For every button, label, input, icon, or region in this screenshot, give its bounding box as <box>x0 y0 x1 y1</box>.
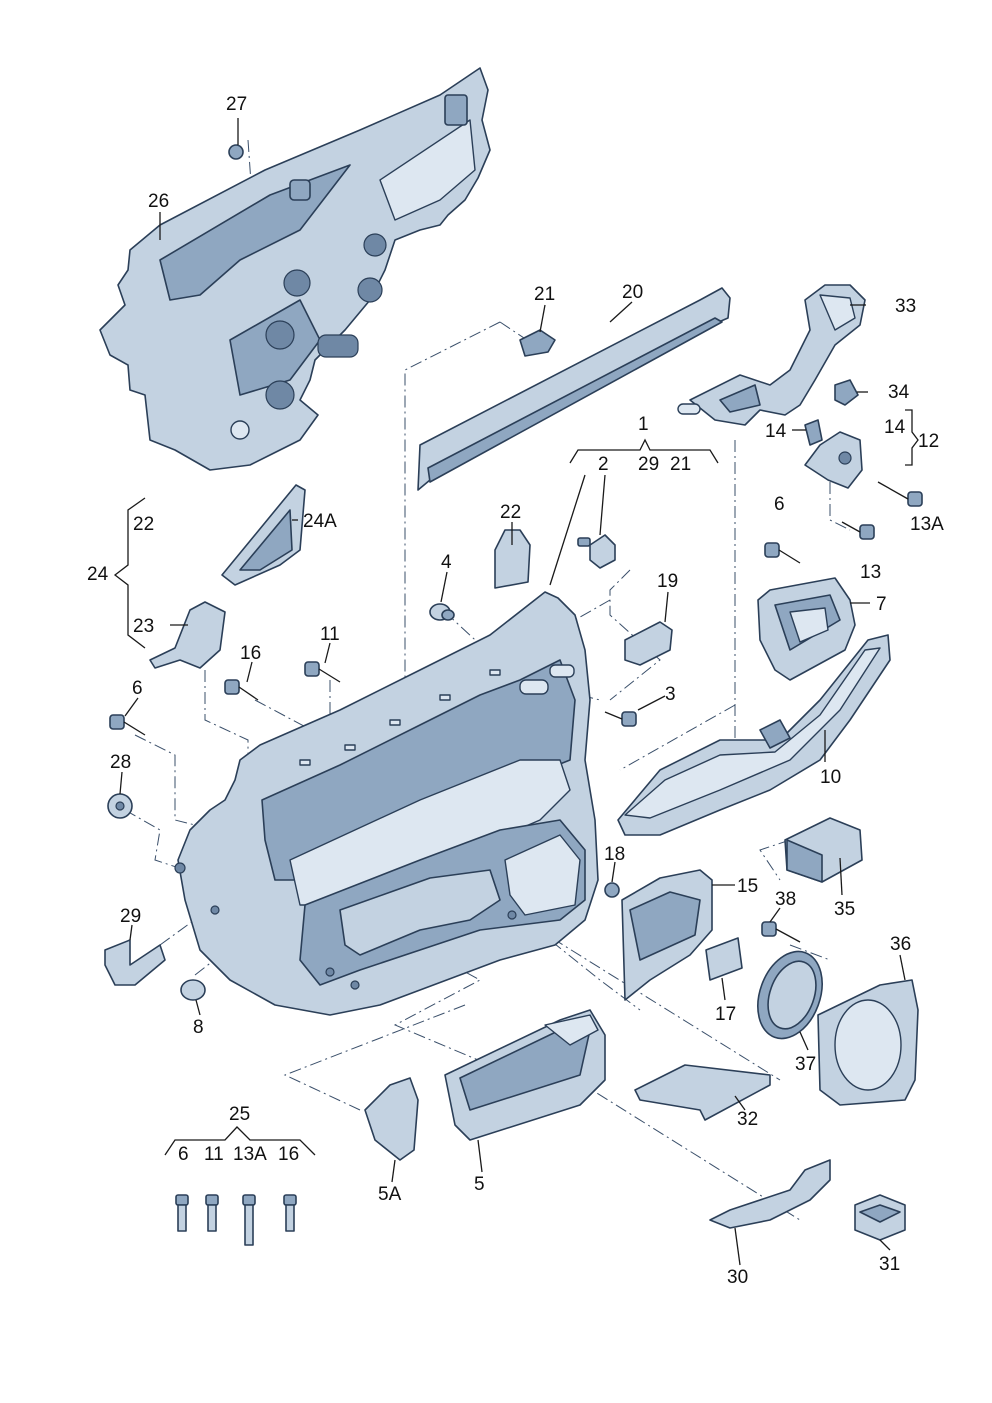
screw-13 <box>841 521 875 540</box>
callout-11: 11 <box>320 624 340 645</box>
callout-5a: 5A <box>378 1184 402 1205</box>
screw-3 <box>604 711 637 727</box>
callout-30: 30 <box>727 1267 748 1288</box>
callout-23: 23 <box>133 616 154 637</box>
callout-12: 12 <box>918 431 939 452</box>
callout-14: 14 <box>765 421 787 442</box>
part-22-cap <box>494 529 531 589</box>
callout-27: 27 <box>226 94 247 115</box>
callout-16-set: 16 <box>278 1144 299 1165</box>
callout-16: 16 <box>240 643 261 664</box>
clip-28 <box>107 793 133 819</box>
callout-37: 37 <box>795 1054 816 1075</box>
callout-25: 25 <box>229 1104 250 1125</box>
callout-19: 19 <box>657 571 678 592</box>
main-door-trim-panel <box>174 591 599 1016</box>
screw-set-25 <box>175 1194 297 1246</box>
callout-8: 8 <box>193 1017 204 1038</box>
callout-3: 3 <box>665 684 676 705</box>
callout-15: 15 <box>737 876 758 897</box>
part-37-speaker-grille <box>757 950 823 1040</box>
callout-4: 4 <box>441 552 452 573</box>
part-8-plug <box>180 979 206 1001</box>
screw-6-left <box>109 714 146 736</box>
callout-38: 38 <box>775 889 796 910</box>
callout-17: 17 <box>715 1004 736 1025</box>
callout-14-group: 14 <box>884 417 906 438</box>
callout-22: 22 <box>500 502 521 523</box>
callout-24a: 24A <box>303 511 337 532</box>
part-5a-handle-cover <box>364 1077 419 1161</box>
screw-13a <box>877 481 923 507</box>
screw-set-16 <box>283 1194 297 1232</box>
part-31-switch <box>854 1194 906 1241</box>
callout-1: 1 <box>638 414 649 435</box>
screw-set-11 <box>205 1194 219 1232</box>
callout-13a-set: 13A <box>233 1144 267 1165</box>
callout-21: 21 <box>534 284 555 305</box>
part-21-clip <box>519 329 556 357</box>
part-23-filler-piece <box>149 601 226 669</box>
part-15-pocket-cover <box>621 869 713 1001</box>
callout-34: 34 <box>888 382 910 403</box>
part-2-clip <box>577 534 616 569</box>
callout-36: 36 <box>890 934 911 955</box>
screw-38 <box>761 921 801 943</box>
screw-set-6 <box>175 1194 189 1232</box>
leader-lines <box>113 118 919 1266</box>
callout-labels: 27 26 21 20 33 34 14 14 12 1 2 29 21 6 1… <box>87 94 944 1288</box>
callout-33: 33 <box>895 296 916 317</box>
callout-6-left: 6 <box>132 678 143 699</box>
part-36-speaker-ring <box>817 979 919 1106</box>
screw-11 <box>304 661 341 683</box>
part-24a-mirror-triangle <box>221 484 306 586</box>
screw-16 <box>224 679 259 701</box>
part-19-pad <box>624 621 673 666</box>
part-30-trim <box>709 1159 831 1229</box>
part-29-bracket <box>104 939 166 986</box>
part-4-spacer <box>429 603 455 621</box>
callout-28: 28 <box>110 752 131 773</box>
callout-21-group: 21 <box>670 454 691 475</box>
callout-29: 29 <box>120 906 141 927</box>
callout-2: 2 <box>598 454 609 475</box>
screw-set-13a <box>242 1194 256 1246</box>
part-7-speaker-housing <box>757 577 856 681</box>
callout-20: 20 <box>622 282 643 303</box>
part-26-insulation-panel <box>99 67 491 471</box>
callout-24: 24 <box>87 564 109 585</box>
part-32-pad <box>634 1064 771 1121</box>
callout-6-right: 6 <box>774 494 785 515</box>
part-35-switch-block <box>784 817 863 883</box>
callout-31: 31 <box>879 1254 900 1275</box>
callout-22-group: 22 <box>133 514 154 535</box>
callout-32: 32 <box>737 1109 758 1130</box>
callout-26: 26 <box>148 191 169 212</box>
part-10-armrest <box>617 634 891 836</box>
part-5-storage-pocket <box>444 1009 606 1141</box>
part-34-cap <box>834 379 859 406</box>
part-14-bracket <box>804 419 863 489</box>
callout-10: 10 <box>820 767 841 788</box>
part-33-handle-bracket <box>677 284 866 426</box>
screw-6-right <box>764 542 801 564</box>
clip-18 <box>604 882 620 898</box>
callout-29-group: 29 <box>638 454 659 475</box>
callout-35: 35 <box>834 899 855 920</box>
clip-27 <box>228 144 244 160</box>
callout-18: 18 <box>604 844 625 865</box>
callout-13: 13 <box>860 562 881 583</box>
callout-5: 5 <box>474 1174 485 1195</box>
callout-11-set: 11 <box>204 1144 224 1165</box>
part-20-trim-strip <box>417 287 731 491</box>
callout-7: 7 <box>876 594 887 615</box>
part-17-pad <box>705 937 743 981</box>
callout-6-set: 6 <box>178 1144 189 1165</box>
callout-13a-right: 13A <box>910 514 944 535</box>
